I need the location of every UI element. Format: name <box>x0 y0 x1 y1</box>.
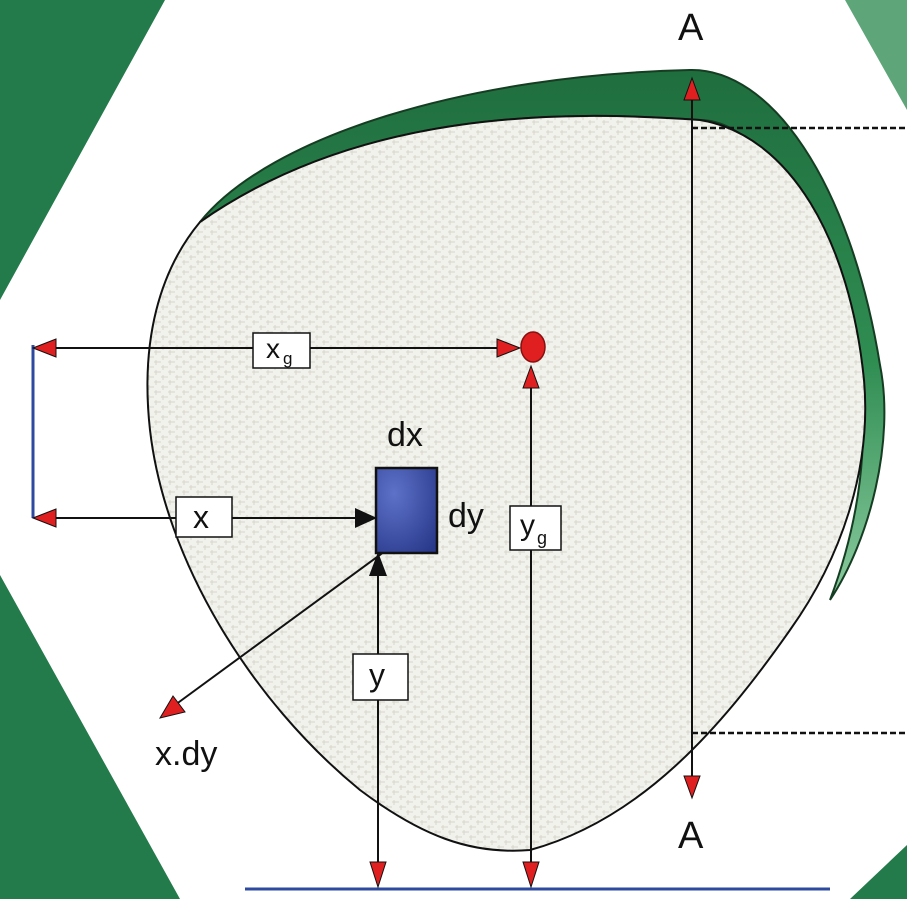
centroid-dot-icon <box>520 331 546 363</box>
dy-label: dy <box>448 497 484 535</box>
left-frame-lower <box>0 575 180 899</box>
xg-arrow-right <box>496 338 522 358</box>
cross-section-body <box>146 114 867 852</box>
right-frame-upper <box>845 0 907 110</box>
y-label-box <box>352 653 409 701</box>
left-frame-upper <box>0 0 165 300</box>
area-leader-arrow <box>158 695 186 719</box>
yg-arrow-bottom <box>522 861 540 889</box>
section-arrow-top <box>683 76 701 101</box>
right-frame-lower <box>850 845 907 899</box>
yg-label: y <box>520 509 535 542</box>
dx-label: dx <box>387 416 423 454</box>
area-leader-line <box>174 545 393 706</box>
x-arrow-right <box>355 508 377 528</box>
section-label-bottom: A <box>678 815 704 857</box>
yg-arrow-top <box>522 364 540 389</box>
xg-label: x <box>266 333 280 364</box>
xg-label-subscript: g <box>283 349 292 368</box>
section-arrow-bottom <box>683 775 701 800</box>
y-label: y <box>369 657 385 693</box>
x-label: x <box>193 499 209 535</box>
y-arrow-bottom <box>369 861 387 889</box>
yg-label-subscript: g <box>537 528 547 548</box>
yg-label-box <box>509 505 562 551</box>
x-arrow-left <box>31 508 57 528</box>
xg-label-box <box>252 332 311 369</box>
area-element <box>374 466 439 555</box>
y-arrow-top <box>369 552 387 576</box>
section-label-top: A <box>678 7 704 49</box>
xg-arrow-left <box>31 338 57 358</box>
area-element-label: x.dy <box>155 735 217 773</box>
x-label-box <box>175 496 233 538</box>
